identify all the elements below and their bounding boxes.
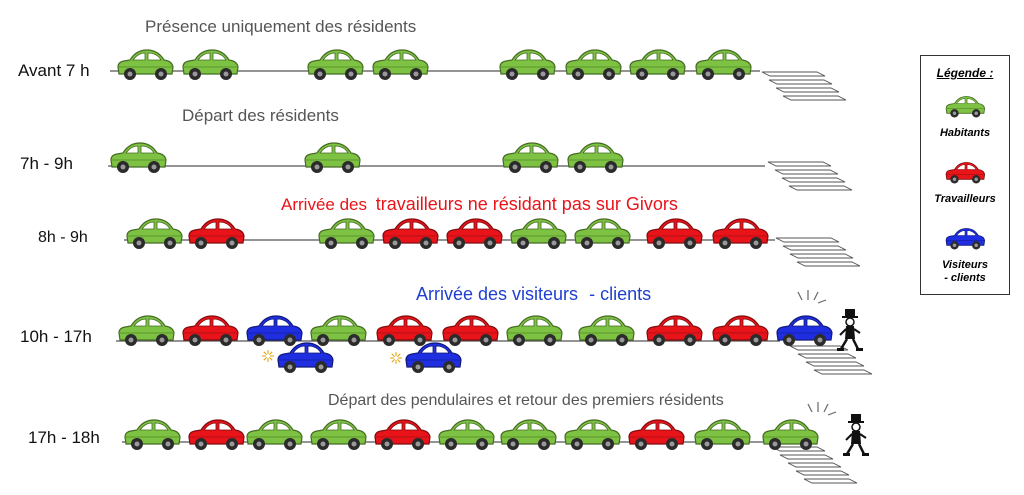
car-row-3-7 — [574, 218, 631, 249]
car-row-2-4 — [567, 142, 624, 173]
car-row-2-1 — [110, 142, 167, 173]
car-row-4-4 — [310, 315, 367, 346]
car-row-3-1 — [126, 218, 183, 249]
car-row-1-4 — [372, 49, 429, 80]
car-row-3-5 — [446, 218, 503, 249]
car-row-1-6 — [565, 49, 622, 80]
pedestrian-icon — [837, 309, 863, 351]
motion-rays-row-5 — [807, 402, 837, 416]
car-row-4-waiting-2 — [405, 342, 462, 373]
car-row-1-7 — [629, 49, 686, 80]
car-row-5-2 — [188, 419, 245, 450]
title-row-3: Arrivée des travailleurs ne résidant pas… — [281, 194, 678, 215]
cars — [110, 49, 833, 450]
car-row-1-3 — [307, 49, 364, 80]
car-row-3-2 — [188, 218, 245, 249]
car-icon — [945, 162, 986, 184]
car-row-4-7 — [506, 315, 563, 346]
title-row-3-part1: Arrivée des — [281, 195, 367, 214]
car-row-3-6 — [510, 218, 567, 249]
car-row-5-10 — [694, 419, 751, 450]
car-row-4-6 — [442, 315, 499, 346]
time-label-17h-18h: 17h - 18h — [28, 428, 100, 447]
legend-label-travailleurs: Travailleurs — [934, 193, 996, 205]
car-row-4-8 — [578, 315, 635, 346]
title-row-4-part1: Arrivée des visiteurs — [416, 284, 579, 304]
car-row-3-3 — [318, 218, 375, 249]
legend-item-travailleurs: Travailleurs — [921, 160, 1009, 206]
car-row-3-4 — [382, 218, 439, 249]
car-icon — [945, 228, 986, 250]
car-row-5-6 — [438, 419, 495, 450]
crosswalks — [761, 71, 873, 484]
car-row-1-2 — [182, 49, 239, 80]
car-row-4-2 — [182, 315, 239, 346]
car-row-4-5 — [376, 315, 433, 346]
car-row-5-1 — [124, 419, 181, 450]
crosswalk-row-1 — [761, 71, 847, 101]
headlight-flash-icon — [262, 350, 274, 362]
car-row-1-1 — [117, 49, 174, 80]
time-label-8h-9h: 8h - 9h — [38, 229, 88, 246]
legend-box: Légende : Habitants Travailleurs Visiteu… — [920, 55, 1010, 295]
pedestrians — [262, 290, 869, 456]
crosswalk-row-2 — [767, 161, 853, 191]
title-row-2: Départ des résidents — [182, 106, 339, 125]
crosswalk-row-4 — [789, 345, 873, 375]
car-row-1-8 — [695, 49, 752, 80]
legend-item-visiteurs: Visiteurs - clients — [921, 226, 1009, 285]
time-label-avant-7h: Avant 7 h — [18, 61, 90, 80]
legend-label-visiteurs: Visiteurs - clients — [941, 259, 989, 284]
headlight-flash-icon — [390, 352, 402, 364]
car-row-4-waiting-1 — [277, 342, 334, 373]
title-row-4: Arrivée des visiteurs - clients — [416, 284, 651, 305]
car-row-3-9 — [712, 218, 769, 249]
car-row-4-3 — [246, 315, 303, 346]
car-row-5-8 — [564, 419, 621, 450]
crosswalk-row-3 — [775, 237, 861, 267]
legend-label-habitants: Habitants — [939, 127, 991, 139]
car-row-1-5 — [499, 49, 556, 80]
car-row-4-10 — [712, 315, 769, 346]
legend-title: Légende : — [936, 66, 994, 80]
motion-rays-row-4 — [797, 290, 827, 304]
car-row-5-3 — [246, 419, 303, 450]
pedestrian-icon — [843, 414, 869, 456]
crosswalk-row-5 — [771, 446, 858, 484]
car-row-2-3 — [502, 142, 559, 173]
car-row-5-11 — [762, 419, 819, 450]
road-lines — [108, 70, 780, 443]
car-row-4-11 — [776, 315, 833, 346]
car-row-5-7 — [500, 419, 557, 450]
title-row-4-part2: - clients — [589, 284, 652, 304]
car-icon — [945, 96, 986, 118]
title-row-1: Présence uniquement des résidents — [145, 17, 417, 36]
title-row-3-part2: travailleurs ne résidant pas sur Givors — [375, 194, 678, 214]
car-row-5-5 — [374, 419, 431, 450]
car-row-4-9 — [646, 315, 703, 346]
car-row-4-1 — [118, 315, 175, 346]
car-row-5-9 — [628, 419, 685, 450]
car-row-5-4 — [310, 419, 367, 450]
car-row-3-8 — [646, 218, 703, 249]
time-label-10h-17h: 10h - 17h — [20, 327, 92, 346]
time-label-7h-9h: 7h - 9h — [20, 154, 73, 173]
legend-item-habitants: Habitants — [921, 94, 1009, 140]
title-row-5: Départ des pendulaires et retour des pre… — [328, 392, 724, 409]
car-row-2-2 — [304, 142, 361, 173]
